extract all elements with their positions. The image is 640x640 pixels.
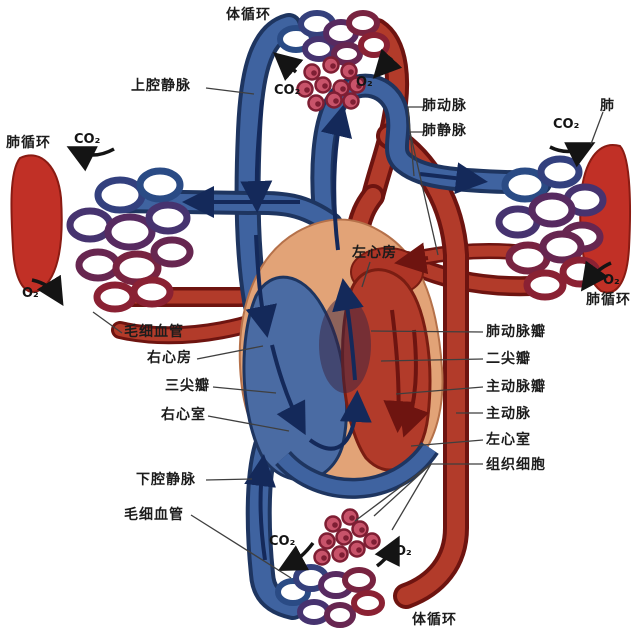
left-lung-illustration bbox=[10, 154, 63, 293]
label-aortic-valve: 主动脉瓣 bbox=[486, 379, 546, 395]
leader-lines bbox=[92, 87, 604, 579]
label-capillaries-left: 毛细血管 bbox=[124, 324, 184, 340]
label-o2-left-lung: O₂ bbox=[22, 286, 39, 301]
bottom-capillary-network bbox=[275, 564, 385, 628]
label-co2-top: CO₂ bbox=[274, 83, 301, 98]
label-pulmonary-circulation-right: 肺循环 bbox=[586, 292, 631, 308]
label-mitral-valve: 二尖瓣 bbox=[486, 351, 531, 367]
label-superior-vena-cava: 上腔静脉 bbox=[131, 78, 191, 94]
chamber-overlap-shading bbox=[319, 297, 371, 393]
label-co2-right-lung: CO₂ bbox=[553, 117, 580, 132]
blood-cells-bottom bbox=[313, 508, 381, 566]
label-o2-top: O₂ bbox=[356, 75, 373, 90]
right-lung-capillary-network bbox=[495, 155, 607, 301]
label-left-ventricle: 左心室 bbox=[486, 432, 531, 448]
gas-exchange-arrows bbox=[31, 48, 612, 571]
label-aorta: 主动脉 bbox=[486, 406, 531, 422]
label-inferior-vena-cava: 下腔静脉 bbox=[136, 472, 196, 488]
label-o2-bottom: O₂ bbox=[395, 544, 412, 559]
label-systemic-circulation-top: 体循环 bbox=[226, 7, 271, 23]
label-right-ventricle: 右心室 bbox=[161, 407, 206, 423]
flow-arrows bbox=[182, 99, 488, 561]
label-co2-left-lung: CO₂ bbox=[74, 132, 101, 147]
label-systemic-circulation-bottom: 体循环 bbox=[412, 612, 457, 628]
label-right-atrium: 右心房 bbox=[147, 350, 192, 366]
label-pulmonary-valve: 肺动脉瓣 bbox=[486, 324, 546, 340]
left-lung-capillary-network bbox=[66, 167, 194, 313]
label-capillaries-bottom: 毛细血管 bbox=[124, 507, 184, 523]
label-co2-bottom: CO₂ bbox=[269, 534, 296, 549]
label-pulmonary-artery: 肺动脉 bbox=[422, 98, 467, 114]
label-pulmonary-circulation-left: 肺循环 bbox=[6, 135, 51, 151]
blood-cells-top bbox=[296, 56, 366, 112]
top-capillary-network bbox=[277, 10, 390, 66]
label-tricuspid-valve: 三尖瓣 bbox=[165, 378, 210, 394]
label-lung: 肺 bbox=[600, 98, 615, 114]
label-left-atrium: 左心房 bbox=[352, 245, 397, 261]
label-o2-right-lung: O₂ bbox=[603, 273, 620, 288]
label-tissue-cells: 组织细胞 bbox=[486, 457, 546, 473]
label-pulmonary-vein: 肺静脉 bbox=[422, 123, 467, 139]
